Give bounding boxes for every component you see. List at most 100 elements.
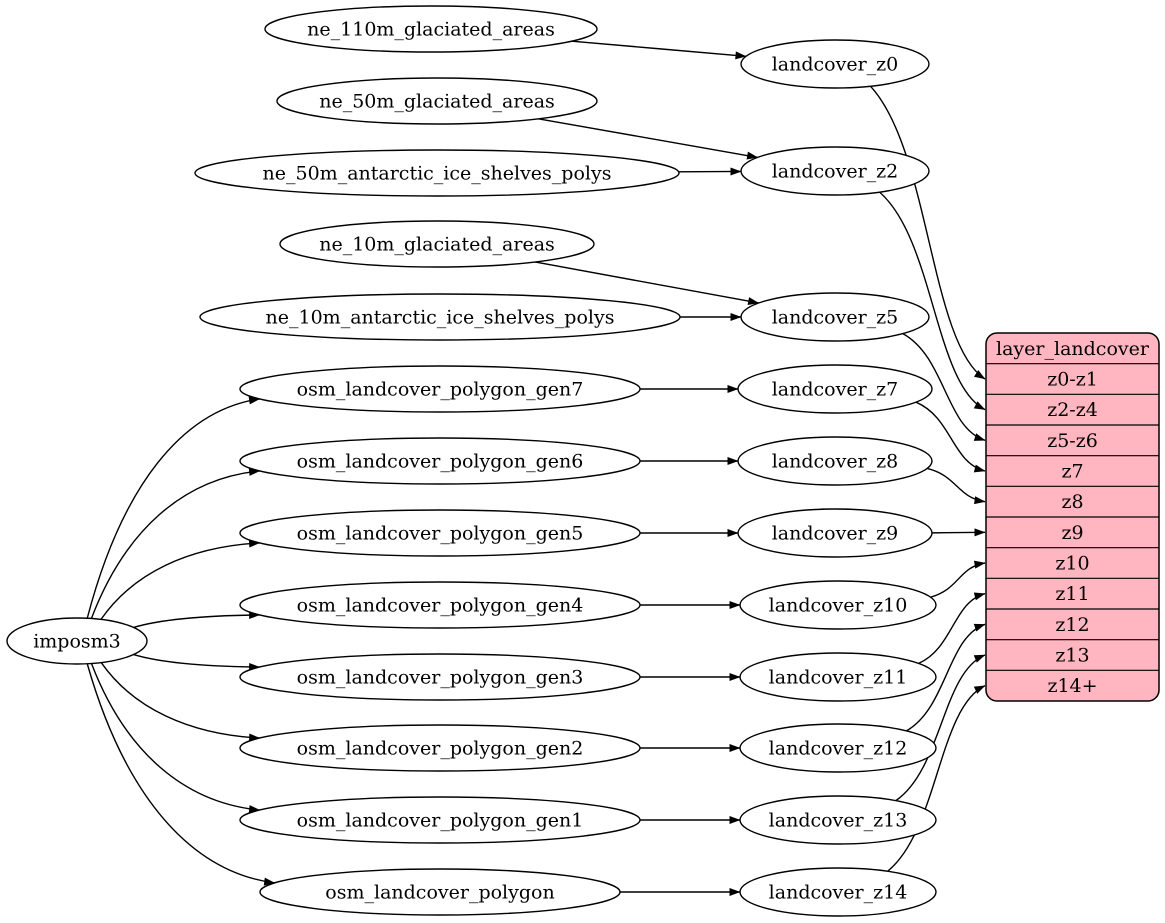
node-osm_landcover_polygon_gen7: osm_landcover_polygon_gen7 xyxy=(239,365,641,413)
node-shape-ne_10m_antarctic_ice_shelves_polys xyxy=(199,293,681,341)
record-row-z11: z11 xyxy=(1055,583,1089,605)
record-row-z14+: z14+ xyxy=(1047,675,1097,697)
record-node-layer_landcover: layer_landcoverz0-z1z2-z4z5-z6z7z8z9z10z… xyxy=(985,332,1160,702)
edge-imposm3-to-osm_landcover_polygon_gen3 xyxy=(133,653,261,671)
node-label-ne_50m_antarctic_ice_shelves_polys: ne_50m_antarctic_ice_shelves_polys xyxy=(263,162,612,184)
node-shape-osm_landcover_polygon_gen6 xyxy=(239,437,641,485)
record-row-z7: z7 xyxy=(1061,460,1083,482)
node-shape-landcover_z7 xyxy=(737,364,933,414)
edge-imposm3-to-osm_landcover_polygon_gen1 xyxy=(90,663,261,814)
record-row-z5-z6: z5-z6 xyxy=(1047,430,1098,452)
node-label-landcover_z10: landcover_z10 xyxy=(769,594,908,616)
node-shape-landcover_z10 xyxy=(739,580,937,630)
record-row-z2-z4: z2-z4 xyxy=(1047,399,1098,421)
edge-imposm3-to-osm_landcover_polygon_gen7 xyxy=(86,396,261,619)
node-ne_50m_glaciated_areas: ne_50m_glaciated_areas xyxy=(276,77,598,125)
node-landcover_z10: landcover_z10 xyxy=(739,580,937,630)
node-label-osm_landcover_polygon_gen2: osm_landcover_polygon_gen2 xyxy=(297,737,584,759)
node-shape-landcover_z11 xyxy=(739,652,937,702)
node-osm_landcover_polygon_gen5: osm_landcover_polygon_gen5 xyxy=(239,509,641,557)
node-shape-imposm3 xyxy=(6,617,148,665)
node-label-osm_landcover_polygon_gen5: osm_landcover_polygon_gen5 xyxy=(297,522,584,544)
node-shape-osm_landcover_polygon_gen4 xyxy=(239,581,641,629)
node-shape-landcover_z12 xyxy=(739,723,937,773)
edge-landcover_z11-to-layer_landcover:z11 xyxy=(918,592,986,665)
node-label-landcover_z5: landcover_z5 xyxy=(772,306,899,328)
node-shape-landcover_z14 xyxy=(739,867,937,917)
node-ne_10m_glaciated_areas: ne_10m_glaciated_areas xyxy=(279,220,595,268)
node-label-landcover_z0: landcover_z0 xyxy=(772,53,899,75)
edge-landcover_z7-to-layer_landcover:z7 xyxy=(915,401,986,473)
node-shape-osm_landcover_polygon_gen1 xyxy=(239,796,641,844)
node-osm_landcover_polygon: osm_landcover_polygon xyxy=(259,868,621,916)
node-landcover_z12: landcover_z12 xyxy=(739,723,937,773)
edge-imposm3-to-osm_landcover_polygon_gen2 xyxy=(100,662,261,742)
edge-landcover_z9-to-layer_landcover:z9 xyxy=(931,528,986,537)
node-shape-osm_landcover_polygon_gen5 xyxy=(239,509,641,557)
node-shape-ne_10m_glaciated_areas xyxy=(279,220,595,268)
node-landcover_z2: landcover_z2 xyxy=(740,146,930,196)
node-ne_50m_antarctic_ice_shelves_polys: ne_50m_antarctic_ice_shelves_polys xyxy=(194,149,680,197)
edge-landcover_z8-to-layer_landcover:z8 xyxy=(927,467,986,505)
node-label-landcover_z14: landcover_z14 xyxy=(769,881,908,903)
node-landcover_z7: landcover_z7 xyxy=(737,364,933,414)
edge-landcover_z10-to-layer_landcover:z10 xyxy=(930,560,986,598)
node-label-ne_10m_glaciated_areas: ne_10m_glaciated_areas xyxy=(319,233,555,255)
node-shape-landcover_z5 xyxy=(740,292,930,342)
node-landcover_z5: landcover_z5 xyxy=(740,292,930,342)
node-label-landcover_z9: landcover_z9 xyxy=(772,522,899,544)
node-label-osm_landcover_polygon_gen3: osm_landcover_polygon_gen3 xyxy=(297,666,584,688)
edge-ne_50m_glaciated_areas-to-landcover_z2 xyxy=(538,118,759,160)
node-osm_landcover_polygon_gen1: osm_landcover_polygon_gen1 xyxy=(239,796,641,844)
node-label-osm_landcover_polygon_gen1: osm_landcover_polygon_gen1 xyxy=(297,809,584,831)
node-label-landcover_z8: landcover_z8 xyxy=(772,450,899,472)
edge-imposm3-to-osm_landcover_polygon_gen6 xyxy=(90,467,261,619)
node-landcover_z14: landcover_z14 xyxy=(739,867,937,917)
node-shape-landcover_z0 xyxy=(740,39,930,89)
node-landcover_z8: landcover_z8 xyxy=(737,436,933,486)
record-row-z9: z9 xyxy=(1061,522,1083,544)
edge-landcover_z14-to-layer_landcover:z14+ xyxy=(887,685,986,872)
edge-landcover_z13-to-layer_landcover:z13 xyxy=(895,654,986,802)
node-shape-ne_50m_antarctic_ice_shelves_polys xyxy=(194,149,680,197)
node-landcover_z11: landcover_z11 xyxy=(739,652,937,702)
edge-imposm3-to-osm_landcover_polygon xyxy=(86,663,276,886)
node-label-imposm3: imposm3 xyxy=(33,630,121,652)
node-shape-osm_landcover_polygon xyxy=(259,868,621,916)
node-shape-osm_landcover_polygon_gen7 xyxy=(239,365,641,413)
node-label-landcover_z2: landcover_z2 xyxy=(772,160,899,182)
edge-landcover_z12-to-layer_landcover:z12 xyxy=(906,623,986,732)
node-landcover_z9: landcover_z9 xyxy=(737,508,933,558)
node-shape-ne_110m_glaciated_areas xyxy=(264,5,598,53)
node-label-landcover_z12: landcover_z12 xyxy=(769,737,908,759)
node-shape-osm_landcover_polygon_gen2 xyxy=(239,724,641,772)
node-imposm3: imposm3 xyxy=(6,617,148,665)
edge-imposm3-to-osm_landcover_polygon_gen4 xyxy=(133,611,261,629)
record-row-z10: z10 xyxy=(1055,552,1089,574)
node-label-landcover_z13: landcover_z13 xyxy=(769,809,908,831)
node-shape-landcover_z2 xyxy=(740,146,930,196)
edge-imposm3-to-osm_landcover_polygon_gen5 xyxy=(100,539,261,620)
edge-ne_10m_glaciated_areas-to-landcover_z5 xyxy=(534,261,760,306)
node-label-landcover_z7: landcover_z7 xyxy=(772,378,899,400)
node-label-landcover_z11: landcover_z11 xyxy=(769,666,908,688)
node-label-ne_50m_glaciated_areas: ne_50m_glaciated_areas xyxy=(319,90,555,112)
record-row-z13: z13 xyxy=(1055,644,1089,666)
edge-landcover_z2-to-layer_landcover:z2-z4 xyxy=(879,191,986,411)
node-ne_10m_antarctic_ice_shelves_polys: ne_10m_antarctic_ice_shelves_polys xyxy=(199,293,681,341)
node-label-osm_landcover_polygon_gen4: osm_landcover_polygon_gen4 xyxy=(297,594,584,616)
node-osm_landcover_polygon_gen3: osm_landcover_polygon_gen3 xyxy=(239,653,641,701)
record-row-z8: z8 xyxy=(1061,491,1083,513)
node-ne_110m_glaciated_areas: ne_110m_glaciated_areas xyxy=(264,5,598,53)
node-landcover_z13: landcover_z13 xyxy=(739,795,937,845)
edge-landcover_z5-to-layer_landcover:z5-z6 xyxy=(902,333,986,441)
node-landcover_z0: landcover_z0 xyxy=(740,39,930,89)
record-row-z12: z12 xyxy=(1055,614,1089,636)
node-shape-landcover_z8 xyxy=(737,436,933,486)
node-label-osm_landcover_polygon: osm_landcover_polygon xyxy=(325,881,554,903)
node-shape-ne_50m_glaciated_areas xyxy=(276,77,598,125)
edge-layer xyxy=(86,40,986,896)
record-row-z0-z1: z0-z1 xyxy=(1047,368,1098,390)
